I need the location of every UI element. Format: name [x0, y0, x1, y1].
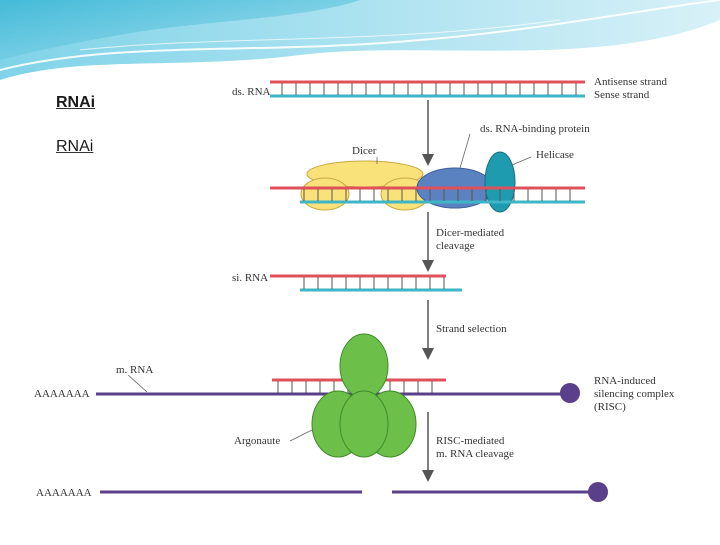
- slide-heading-secondary: RNAi: [56, 138, 94, 155]
- diagram-labels: ds. RNA Antisense strand Sense strand ds…: [34, 76, 675, 499]
- slide-heading-primary: RNAi: [56, 94, 96, 111]
- mrna-cap-2: [588, 482, 608, 502]
- label-dsrna: ds. RNA: [232, 86, 271, 98]
- helicase-shape: [484, 151, 516, 213]
- label-polya-2: AAAAAAA: [36, 487, 92, 499]
- dsrna-duplex: [270, 80, 585, 98]
- base-pair-rungs: [281, 83, 577, 95]
- mrna-cap-1: [560, 383, 580, 403]
- argonaute-center: [339, 390, 389, 458]
- label-sense: Sense strand: [594, 89, 650, 101]
- label-argonaute: Argonaute: [234, 435, 280, 447]
- leader-lines: [127, 133, 532, 442]
- label-strand-selection: Strand selection: [436, 323, 507, 335]
- sirna-duplex: [270, 274, 462, 292]
- cleaved-mrna: [100, 482, 608, 502]
- label-dsrna-binding-protein: ds. RNA-binding protein: [480, 123, 590, 135]
- label-risc-3: (RISC): [594, 401, 626, 413]
- label-cleavage: cleavage: [436, 240, 475, 252]
- label-dicer-mediated: Dicer-mediated: [436, 227, 505, 239]
- label-dicer: Dicer: [352, 145, 377, 157]
- label-polya-1: AAAAAAA: [34, 388, 90, 400]
- dicer-complex: [270, 151, 585, 213]
- risc-complex: [96, 333, 580, 458]
- argonaute-top: [339, 333, 389, 399]
- label-risc-1: RNA-induced: [594, 375, 656, 387]
- label-risc-cleavage-1: RISC-mediated: [436, 435, 505, 447]
- label-sirna: si. RNA: [232, 272, 268, 284]
- label-helicase: Helicase: [536, 149, 574, 161]
- label-mrna: m. RNA: [116, 364, 153, 376]
- label-risc-cleavage-2: m. RNA cleavage: [436, 448, 514, 460]
- label-risc-2: silencing complex: [594, 388, 675, 400]
- label-antisense: Antisense strand: [594, 76, 668, 88]
- header-wave-decoration: [0, 0, 720, 80]
- dicer-left-lobe: [300, 177, 350, 211]
